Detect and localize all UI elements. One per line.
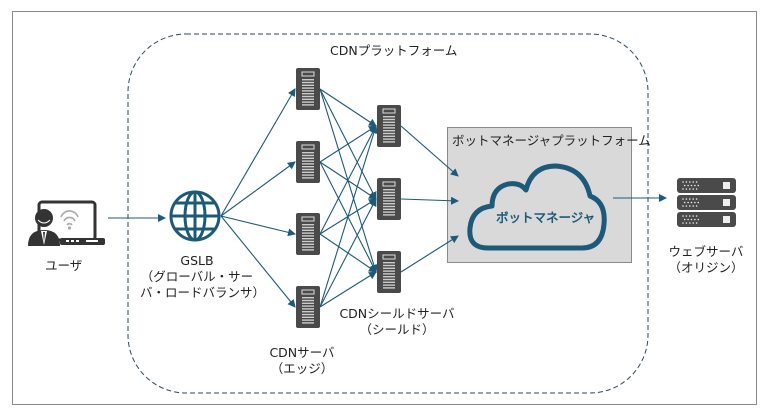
edge-server-icon-2 xyxy=(296,141,320,183)
edge-servers-label-line1: CDNサーバ xyxy=(269,345,335,360)
user-laptop-wifi-icon xyxy=(28,200,105,246)
arrow-shield-2-to-bot xyxy=(400,196,459,205)
gslb-label-line2: （グローバル・サー xyxy=(140,269,254,284)
arrow-edge-4-to-shield-1 xyxy=(319,125,378,308)
cloud-icon xyxy=(467,163,607,251)
shield-server-icon-1 xyxy=(377,105,401,147)
bot-platform-label: ボットマネージャプラットフォーム xyxy=(452,133,651,148)
edge-servers-label: CDNサーバ （エッジ） xyxy=(262,345,342,377)
edge-servers-label-line2: （エッジ） xyxy=(270,361,334,376)
arrow-shield-1-to-bot xyxy=(400,125,459,177)
shield-servers-label: CDNシールドサーバ （シールド） xyxy=(332,306,462,338)
rack-unit-3 xyxy=(677,212,736,227)
diagram-frame xyxy=(12,11,757,405)
cdn-platform-label: CDNプラットフォーム xyxy=(330,43,458,58)
gslb-label-line3: バ・ロードバランサ） xyxy=(140,285,266,300)
arrow-gslb-to-edge-3 xyxy=(220,215,296,237)
user-label: ユーザ xyxy=(45,258,83,273)
arrow-gslb-to-edge-4 xyxy=(220,215,296,308)
origin-label: ウェブサーバ （オリジン） xyxy=(664,244,748,276)
gslb-label-line1: GSLB xyxy=(180,253,214,268)
arrow-edge-2-to-shield-1 xyxy=(319,125,377,163)
shield-servers-label-line2: （シールド） xyxy=(359,322,435,337)
cloud-label: ボットマネージャ xyxy=(496,210,596,225)
arrow-shield-3-to-bot xyxy=(400,235,459,273)
shield-server-icon-3 xyxy=(377,251,401,293)
edge-server-icon-4 xyxy=(296,286,320,328)
connections xyxy=(108,88,667,308)
globe-icon xyxy=(169,190,221,242)
edge-server-icon-1 xyxy=(296,68,320,110)
cdn-platform-boundary xyxy=(127,33,649,394)
server-rack-icon xyxy=(677,178,736,227)
arrow-gslb-to-edge-1 xyxy=(220,88,296,217)
arrow-edge-4-to-shield-3 xyxy=(319,271,377,308)
arrow-edge-3-to-shield-1 xyxy=(319,125,377,235)
arrow-edge-1-to-shield-1 xyxy=(319,88,377,127)
arrow-gslb-to-edge-2 xyxy=(220,161,296,217)
origin-label-line1: ウェブサーバ xyxy=(668,244,744,259)
rack-unit-2 xyxy=(677,195,736,210)
arrow-edge-4-to-shield-2 xyxy=(319,198,377,308)
gslb-label: GSLB （グローバル・サー バ・ロードバランサ） xyxy=(140,253,266,301)
edge-server-icon-3 xyxy=(296,213,320,255)
origin-label-line2: （オリジン） xyxy=(668,260,744,275)
shield-server-icon-2 xyxy=(377,178,401,220)
rack-unit-1 xyxy=(677,178,736,193)
shield-servers-label-line1: CDNシールドサーバ xyxy=(339,306,455,321)
